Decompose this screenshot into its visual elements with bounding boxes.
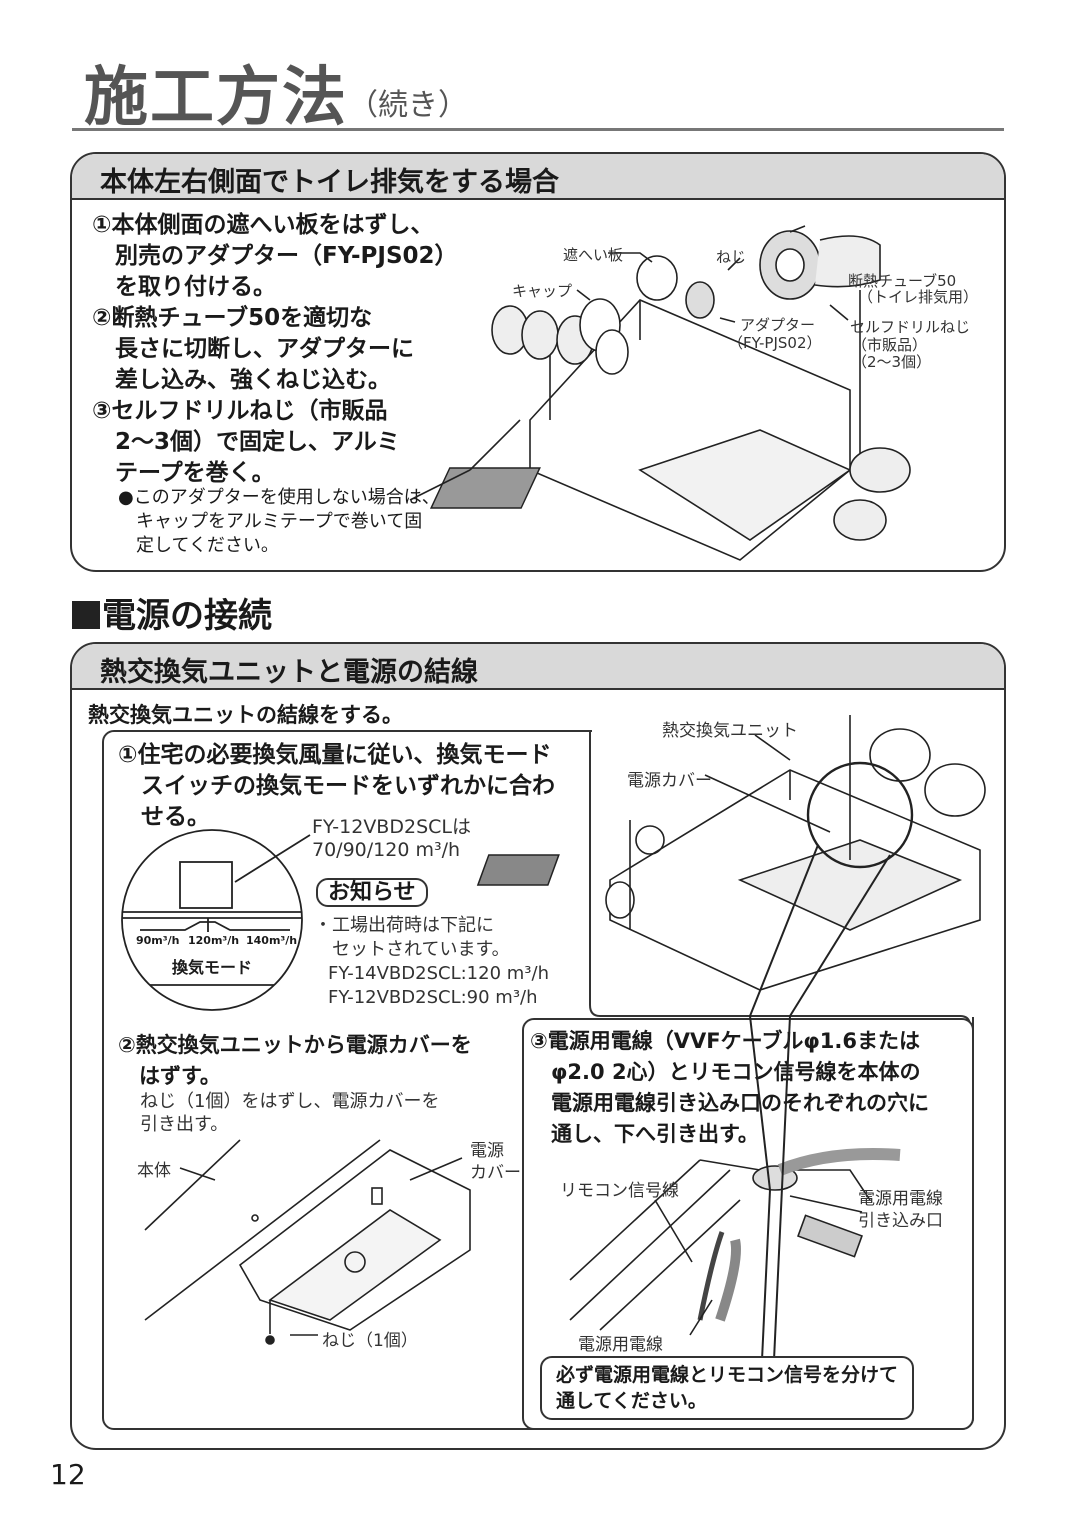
mode-tick-120: 120m³/h (188, 934, 240, 947)
label-drill-sub1: （市販品） (852, 336, 928, 354)
title-rule (72, 128, 1004, 131)
note-line: 定してください。 (118, 535, 279, 556)
power-section-heading: 電源の接続 (72, 588, 272, 637)
step-line: を取り付ける。 (92, 274, 276, 300)
step3-text: ③電源用電線（VVFケーブルφ1.6または φ2.0 2心）とリモコン信号線を本… (530, 1026, 929, 1150)
mode-tick-90: 90m³/h (136, 934, 180, 947)
side-exhaust-heading: 本体左右側面でトイレ排気をする場合 (100, 167, 559, 198)
page-number: 12 (50, 1458, 86, 1491)
cover-label: 電源カバー (627, 771, 712, 791)
step-line: φ2.0 2心）とリモコン信号線を本体の (530, 1060, 921, 1084)
remote-label: リモコン信号線 (560, 1181, 679, 1201)
factory-line: FY-14VBD2SCL:120 m³/h (328, 963, 549, 984)
factory-line: ・工場出荷時は下記に (314, 915, 494, 936)
factory-line: FY-12VBD2SCL:90 m³/h (328, 987, 538, 1008)
note-line: ねじ（1個）をはずし、電源カバーを (140, 1091, 440, 1112)
page-subtitle: （続き） (348, 88, 468, 123)
step-line: ②断熱チューブ50を適切な (92, 305, 373, 331)
factory-line: セットされています。 (314, 939, 510, 960)
separation-warning: 必ず電源用電線とリモコン信号を分けて 通してください。 (540, 1356, 915, 1420)
step-line: ②熱交換気ユニットから電源カバーを (118, 1033, 472, 1057)
step-line: はずす。 (118, 1064, 221, 1088)
note-line: ●このアダプターを使用しない場合は、 (118, 487, 440, 508)
label-tube: 断熱チューブ50 (848, 272, 957, 290)
oshirase-label: お知らせ (316, 878, 428, 907)
power-heading-bar: 熱交換気ユニットと電源の結線 (72, 644, 1004, 690)
label-adapter: アダプター (740, 316, 816, 334)
model-line: FY-12VBD2SCLは (312, 816, 471, 838)
step-line: せる。 (118, 804, 210, 830)
oshirase-box: お知らせ (316, 874, 428, 907)
adapter-note: ●このアダプターを使用しない場合は、 キャップをアルミテープで巻いて固 定してく… (118, 486, 440, 558)
step-line: ③電源用電線（VVFケーブルφ1.6または (530, 1029, 920, 1053)
body-label: 本体 (137, 1161, 171, 1181)
label-drill-sub2: （2〜3個） (852, 353, 932, 371)
step2-note: ねじ（1個）をはずし、電源カバーを 引き出す。 (140, 1090, 439, 1136)
cover-label-2b: カバー (470, 1163, 521, 1183)
step-line: 2〜3個）で固定し、アルミ (92, 429, 400, 455)
label-shield: 遮へい板 (563, 246, 624, 264)
step-line: ①住宅の必要換気風量に従い、換気モード (118, 742, 552, 768)
step-line: ③セルフドリルねじ（市販品 (92, 398, 388, 424)
note-line: キャップをアルミテープで巻いて固 (118, 511, 423, 532)
side-exhaust-steps: ①本体側面の遮へい板をはずし、 別売のアダプター（FY-PJS02） を取り付け… (92, 210, 458, 489)
wire-label: 電源用電線 (578, 1335, 663, 1355)
step-line: テープを巻く。 (92, 460, 275, 486)
step-line: 通し、下へ引き出す。 (530, 1122, 759, 1146)
warning-line: 必ず電源用電線とリモコン信号を分けて (556, 1364, 899, 1386)
mode-tick-140: 140m³/h (246, 934, 298, 947)
inlet-label-2: 引き込み口 (858, 1211, 943, 1231)
inlet-label-1: 電源用電線 (858, 1189, 943, 1209)
step-line: ①本体側面の遮へい板をはずし、 (92, 212, 434, 238)
note-line: 引き出す。 (140, 1114, 229, 1135)
square-bullet-icon (72, 601, 100, 629)
step-line: 差し込み、強くねじ込む。 (92, 367, 391, 393)
label-screw: ねじ (716, 248, 747, 266)
power-heading: 熱交換気ユニットと電源の結線 (100, 657, 478, 688)
step-line: 別売のアダプター（FY-PJS02） (92, 243, 458, 269)
side-exhaust-heading-bar: 本体左右側面でトイレ排気をする場合 (72, 154, 1004, 200)
step-line: 長さに切断し、アダプターに (92, 336, 414, 362)
page-title: 施工方法 (84, 61, 348, 135)
cover-label-2a: 電源 (470, 1141, 504, 1161)
label-drill: セルフドリルねじ (850, 318, 971, 336)
label-cap: キャップ (512, 282, 573, 300)
label-adapter-model: （FY-PJS02） (728, 334, 822, 352)
factory-settings: ・工場出荷時は下記に セットされています。 FY-14VBD2SCL:120 m… (314, 914, 549, 1010)
warning-line: 通してください。 (556, 1390, 707, 1412)
power-section-title: 電源の接続 (102, 596, 272, 636)
power-intro: 熱交換気ユニットの結線をする。 (88, 703, 403, 727)
step2-text: ②熱交換気ユニットから電源カバーを はずす。 (118, 1030, 472, 1092)
step1-text: ①住宅の必要換気風量に従い、換気モード スイッチの換気モードをいずれかに合わ せ… (118, 740, 555, 833)
step-line: 電源用電線引き込み口のそれぞれの穴に (530, 1091, 929, 1115)
unit-label: 熱交換気ユニット (662, 721, 798, 741)
screw-label: ねじ（1個） (322, 1331, 418, 1351)
model-line: 70/90/120 m³/h (312, 839, 461, 861)
mode-switch-label: 換気モード (172, 958, 253, 977)
model-capacity: FY-12VBD2SCLは 70/90/120 m³/h (312, 816, 471, 862)
step-line: スイッチの換気モードをいずれかに合わ (118, 773, 555, 799)
label-tube-sub: （トイレ排気用） (858, 288, 979, 306)
